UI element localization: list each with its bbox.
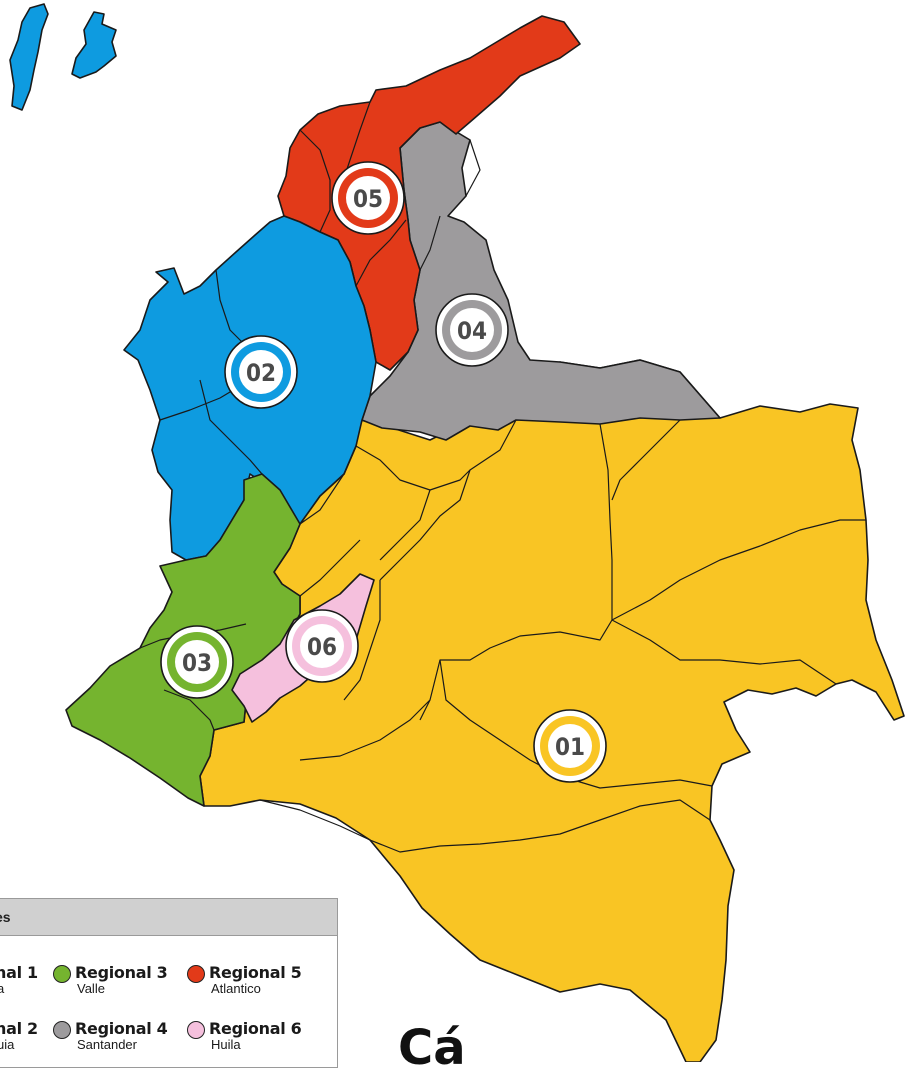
marker-04[interactable]: 04 bbox=[435, 293, 509, 367]
legend-item-city: Atlantico bbox=[211, 981, 261, 996]
pink-dot-icon bbox=[187, 1021, 205, 1039]
legend-item-name: nal 2 bbox=[0, 1019, 38, 1038]
legend-item-name: Regional 4 bbox=[75, 1019, 168, 1038]
island-san-andres bbox=[9, 3, 49, 111]
legend-item-name: nal 1 bbox=[0, 963, 38, 982]
marker-01[interactable]: 01 bbox=[533, 709, 607, 783]
legend-item-name: Regional 5 bbox=[209, 963, 302, 982]
legend-item-city: Santander bbox=[77, 1037, 137, 1052]
red-dot-icon bbox=[187, 965, 205, 983]
legend-item-city: a bbox=[0, 981, 5, 996]
gray-dot-icon bbox=[53, 1021, 71, 1039]
green-dot-icon bbox=[53, 965, 71, 983]
legend-item-city: Valle bbox=[77, 981, 105, 996]
marker-03[interactable]: 03 bbox=[160, 625, 234, 699]
marker-06-label: 06 bbox=[307, 633, 337, 661]
marker-04-label: 04 bbox=[457, 317, 487, 345]
legend-item-city: Huila bbox=[211, 1037, 241, 1052]
legend-item-name: Regional 6 bbox=[209, 1019, 302, 1038]
corner-heading-fragment: Cá bbox=[398, 1020, 466, 1076]
marker-06[interactable]: 06 bbox=[285, 609, 359, 683]
legend-header: es bbox=[0, 899, 337, 936]
marker-05-label: 05 bbox=[353, 185, 383, 213]
marker-05[interactable]: 05 bbox=[331, 161, 405, 235]
marker-02[interactable]: 02 bbox=[224, 335, 298, 409]
marker-01-label: 01 bbox=[555, 733, 585, 761]
legend-item-name: Regional 3 bbox=[75, 963, 168, 982]
marker-03-label: 03 bbox=[182, 649, 212, 677]
island-providencia bbox=[71, 11, 117, 79]
marker-02-label: 02 bbox=[246, 359, 276, 387]
legend-item-city: uia bbox=[0, 1037, 15, 1052]
legend-panel: es nal 1 a nal 2 uia Regional 3 Valle Re… bbox=[0, 898, 338, 1068]
